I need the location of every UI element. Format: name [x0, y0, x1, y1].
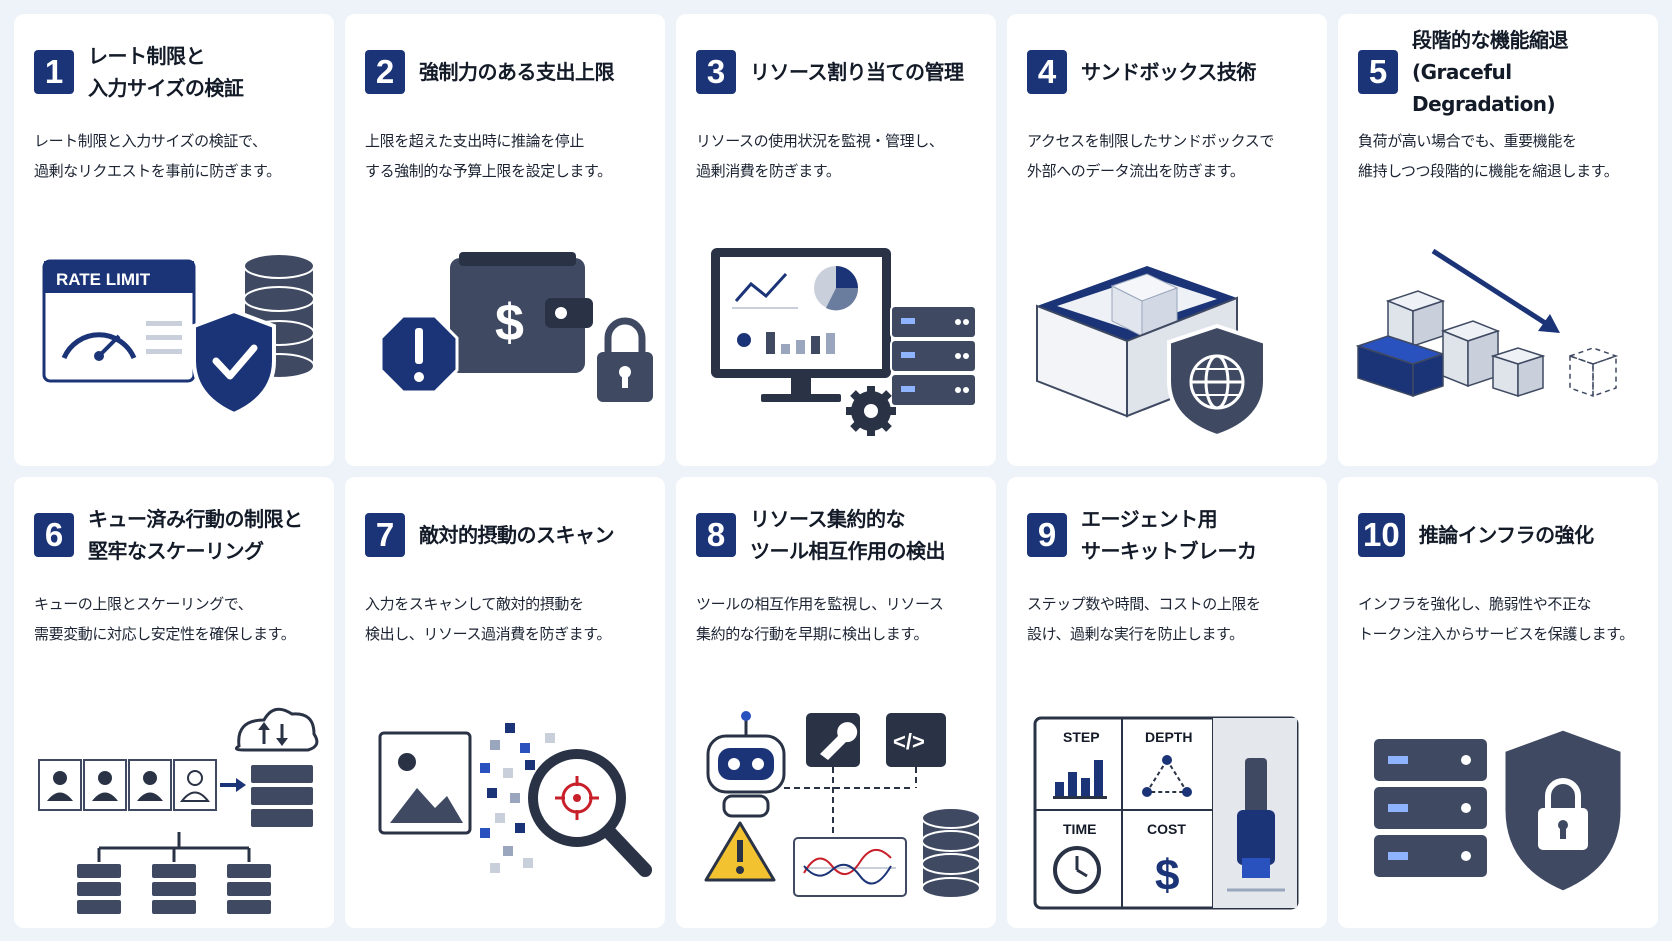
- card-adversarial-scan: 7 敵対的摂動のスキャン 入力をスキャンして敵対的摂動を 検出し、リソース過消費…: [345, 476, 665, 928]
- spending-limit-illustration: $: [345, 236, 665, 456]
- card-number-badge: 4: [1027, 50, 1067, 94]
- card-description: ステップ数や時間、コストの上限を 設け、過剰な実行を防止します。: [1027, 594, 1261, 643]
- database-icon: [921, 807, 981, 899]
- card-number-badge: 5: [1358, 50, 1398, 94]
- card-description: インフラを強化し、脆弱性や不正な トークン注入からサービスを保護します。: [1358, 594, 1634, 643]
- magnifier-target-icon: [528, 749, 652, 877]
- server-rack-icon: [249, 763, 315, 829]
- clock-icon: [1053, 846, 1101, 894]
- cloud-sync-icon: [234, 707, 319, 752]
- user-queue-icon: [38, 759, 217, 811]
- card-number-badge: 9: [1027, 512, 1067, 557]
- degradation-illustration: [1338, 236, 1658, 456]
- card-queue-scaling: 6 キュー済み行動の制限と 堅牢なスケーリング キューの上限とスケーリングで、 …: [14, 476, 334, 928]
- cell-label-cost: COST: [1147, 821, 1186, 837]
- degradation-blocks-icon: [1355, 289, 1546, 397]
- card-circuit-breaker: 9 エージェント用 サーキットブレーカ ステップ数や時間、コストの上限を 設け、…: [1007, 476, 1327, 928]
- card-title: キュー済み行動の制限と 堅牢なスケーリング: [88, 506, 303, 563]
- dashed-empty-cube: [1567, 346, 1619, 397]
- card-title: リソース割り当ての管理: [750, 60, 964, 84]
- card-number-badge: 2: [365, 50, 405, 94]
- wallet-icon: $: [450, 251, 593, 373]
- card-title: 推論インフラの強化: [1418, 522, 1594, 547]
- queue-scaling-illustration: [14, 698, 334, 918]
- card-description: ツールの相互作用を監視し、リソース 集約的な行動を早期に検出します。: [696, 594, 944, 643]
- circuit-breaker-illustration: STEP DEPTH TIME COST: [1007, 698, 1327, 918]
- breaker-switch-icon: [1227, 758, 1285, 892]
- card-title: 敵対的摂動のスキャン: [419, 522, 615, 547]
- bar-chart-icon: [1053, 760, 1107, 799]
- rate-limit-label: RATE LIMIT: [56, 270, 151, 289]
- cost-dollar-icon: $: [1155, 851, 1179, 900]
- card-description: キューの上限とスケーリングで、 需要変動に対応し安定性を確保します。: [34, 594, 296, 643]
- infra-hardening-illustration: [1338, 698, 1658, 918]
- card-description: アクセスを制限したサンドボックスで 外部へのデータ流出を防ぎます。: [1027, 132, 1275, 180]
- card-description: 上限を超えた支出時に推論を停止 する強制的な予算上限を設定します。: [365, 132, 612, 180]
- sandbox-illustration: [1007, 236, 1327, 456]
- card-description: リソースの使用状況を監視・管理し、 過剰消費を防ぎます。: [696, 132, 944, 180]
- card-description: 入力をスキャンして敵対的摂動を 検出し、リソース過消費を防ぎます。: [365, 594, 611, 643]
- cell-label-time: TIME: [1063, 821, 1096, 837]
- card-infra-hardening: 10 推論インフラの強化 インフラを強化し、脆弱性や不正な トークン注入からサー…: [1338, 476, 1658, 928]
- gauge-icon: [61, 331, 137, 361]
- card-rate-limit: 1 レート制限と 入力サイズの検証 レート制限と入力サイズの検証で、 過剰なリク…: [14, 14, 334, 466]
- card-resource-allocation: 3 リソース割り当ての管理 リソースの使用状況を監視・管理し、 過剰消費を防ぎま…: [676, 14, 996, 466]
- shield-globe-icon: [1167, 323, 1267, 438]
- card-title: レート制限と 入力サイズの検証: [88, 44, 244, 100]
- shield-lock-icon: [1500, 725, 1626, 896]
- card-title: 段階的な機能縮退 (Graceful Degradation): [1412, 28, 1569, 116]
- card-number-badge: 10: [1358, 512, 1405, 557]
- card-sandbox: 4 サンドボックス技術 アクセスを制限したサンドボックスで 外部へのデータ流出を…: [1007, 14, 1327, 466]
- dollar-symbol: $: [495, 294, 524, 352]
- server-rack-icon: [890, 304, 977, 407]
- card-number-badge: 8: [696, 512, 736, 557]
- shield-check-icon: [192, 308, 276, 416]
- image-icon: [378, 731, 472, 835]
- gear-icon: [846, 385, 896, 436]
- card-title: リソース集約的な ツール相互作用の検出: [750, 506, 946, 563]
- monitor-dashboard-icon: [711, 247, 891, 402]
- wrench-icon: [806, 713, 860, 767]
- noise-pixels-icon: [480, 723, 555, 873]
- down-trend-arrow-icon: [1431, 248, 1560, 333]
- card-description: レート制限と入力サイズの検証で、 過剰なリクエストを事前に防ぎます。: [34, 132, 281, 180]
- card-tool-interaction: 8 リソース集約的な ツール相互作用の検出 ツールの相互作用を監視し、リソース …: [676, 476, 996, 928]
- padlock-icon: [597, 317, 653, 402]
- alert-octagon-icon: [379, 314, 459, 393]
- card-spending-limit: 2 強制力のある支出上限 上限を超えた支出時に推論を停止 する強制的な予算上限を…: [345, 14, 665, 466]
- tool-interaction-illustration: </>: [676, 698, 996, 918]
- network-triangle-icon: [1145, 758, 1189, 793]
- robot-icon: [706, 711, 786, 818]
- adversarial-scan-illustration: [345, 698, 665, 918]
- card-number-badge: 1: [34, 50, 74, 94]
- card-number-badge: 7: [365, 512, 405, 557]
- card-number-badge: 6: [34, 512, 74, 557]
- card-grid: 1 レート制限と 入力サイズの検証 レート制限と入力サイズの検証で、 過剰なリク…: [14, 14, 1658, 928]
- card-title: エージェント用 サーキットブレーカ: [1081, 506, 1257, 563]
- card-title: 強制力のある支出上限: [419, 60, 615, 84]
- cell-label-depth: DEPTH: [1145, 729, 1192, 745]
- code-symbol: </>: [893, 729, 925, 754]
- cell-label-step: STEP: [1063, 729, 1100, 745]
- warning-triangle-icon: [704, 821, 776, 882]
- card-graceful-degradation: 5 段階的な機能縮退 (Graceful Degradation) 負荷が高い場…: [1338, 14, 1658, 466]
- resource-allocation-illustration: [676, 236, 996, 456]
- graph-panel-icon: [793, 837, 907, 897]
- rate-limit-illustration: RATE LIMIT: [14, 236, 334, 456]
- server-stack-icon: [1372, 737, 1489, 879]
- card-number-badge: 3: [696, 50, 736, 94]
- server-stack-icon: [75, 862, 273, 916]
- rate-limit-panel-icon: RATE LIMIT: [42, 259, 196, 382]
- code-icon: </>: [886, 713, 946, 767]
- card-description: 負荷が高い場合でも、重要機能を 維持しつつ段階的に機能を縮退します。: [1358, 132, 1619, 180]
- card-title: サンドボックス技術: [1081, 60, 1256, 84]
